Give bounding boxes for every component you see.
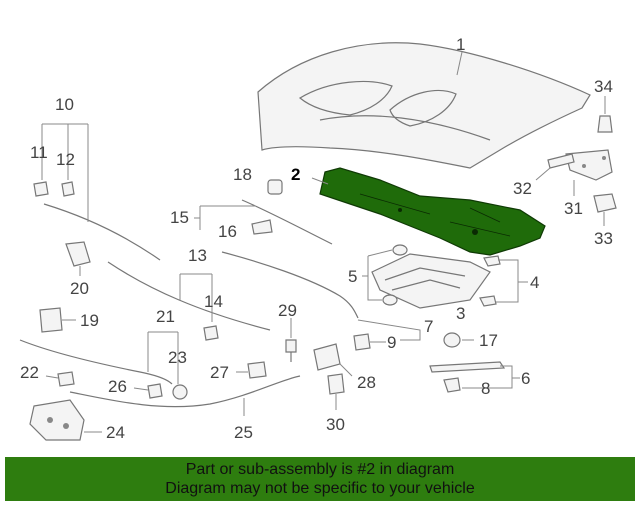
seal-clip-16[interactable] (251, 219, 273, 235)
callout-17: 17 (479, 331, 498, 350)
clip-22-part[interactable] (57, 371, 75, 387)
callout-3: 3 (456, 304, 465, 323)
callout-31: 31 (564, 199, 583, 218)
bolt-29-part[interactable] (285, 339, 297, 362)
callout-8: 8 (481, 379, 490, 398)
bumper-18-part[interactable] (267, 179, 283, 195)
callout-12: 12 (56, 150, 75, 169)
clip-part-8[interactable] (443, 377, 461, 393)
callout-28: 28 (357, 373, 376, 392)
hood-part[interactable] (257, 42, 591, 169)
callout-11: 11 (30, 143, 48, 162)
callout-18: 18 (233, 165, 252, 184)
clip-26-part[interactable] (147, 383, 163, 399)
support-rod-part[interactable] (107, 261, 271, 331)
rod-clip-part[interactable] (203, 325, 219, 341)
bolt-33-part[interactable] (593, 193, 617, 213)
grommet-23-part[interactable] (172, 384, 188, 400)
callout-14: 14 (204, 292, 223, 311)
cable-clip-part[interactable] (353, 333, 371, 351)
cable-21-part[interactable] (19, 339, 173, 385)
callout-16: 16 (218, 222, 237, 241)
seal-clip-11[interactable] (33, 181, 49, 197)
callout-33: 33 (594, 229, 613, 248)
bolt-34-part[interactable] (597, 115, 613, 133)
callout-13: 13 (188, 246, 207, 265)
callout-27: 27 (210, 363, 229, 382)
banner-line-2: Diagram may not be specific to your vehi… (165, 480, 475, 497)
callout-15: 15 (170, 208, 189, 227)
callout-20: 20 (70, 279, 89, 298)
bracket-30-part[interactable] (327, 373, 345, 395)
weatherstrip-part[interactable] (429, 361, 506, 373)
bumper-part[interactable] (382, 244, 408, 306)
callout-32: 32 (513, 179, 532, 198)
callout-26: 26 (108, 377, 127, 396)
callout-23: 23 (168, 348, 187, 367)
callout-24: 24 (106, 423, 125, 442)
callout-5: 5 (348, 267, 357, 286)
clip-part[interactable] (479, 255, 501, 307)
bumper-17-part[interactable] (443, 332, 461, 348)
hood-latch-part[interactable] (29, 399, 85, 441)
callout-25: 25 (234, 423, 253, 442)
seal-clip-12[interactable] (61, 181, 75, 197)
callout-7: 7 (424, 317, 433, 336)
stopper-19-part[interactable] (39, 307, 63, 333)
seal-part-15[interactable] (241, 199, 333, 245)
release-cable-25-part[interactable] (69, 375, 301, 408)
banner-line-1: Part or sub-assembly is #2 in diagram (185, 461, 455, 478)
callout-10: 10 (55, 95, 74, 114)
clip-27-part[interactable] (247, 361, 267, 379)
callout-34: 34 (594, 77, 613, 96)
release-cable-part[interactable] (221, 251, 359, 319)
info-banner: Part or sub-assembly is #2 in diagram Di… (5, 457, 635, 501)
handle-28-part[interactable] (313, 343, 341, 371)
callout-30: 30 (326, 415, 345, 434)
callout-1: 1 (456, 35, 465, 54)
hood-insulator-part[interactable] (319, 167, 546, 256)
front-seal-part[interactable] (43, 203, 161, 261)
callout-9: 9 (387, 333, 396, 352)
callout-22: 22 (20, 363, 39, 382)
bracket-20-part[interactable] (65, 241, 91, 267)
hinge-seal-32-part[interactable] (547, 153, 575, 169)
callout-19: 19 (80, 311, 99, 330)
callout-4: 4 (530, 273, 539, 292)
callout-2: 2 (291, 165, 300, 184)
hinge-part[interactable] (565, 149, 613, 181)
callout-6: 6 (521, 369, 530, 388)
hood-seal-panel-part[interactable] (371, 253, 491, 309)
callout-29: 29 (278, 301, 297, 320)
callout-21: 21 (156, 307, 175, 326)
